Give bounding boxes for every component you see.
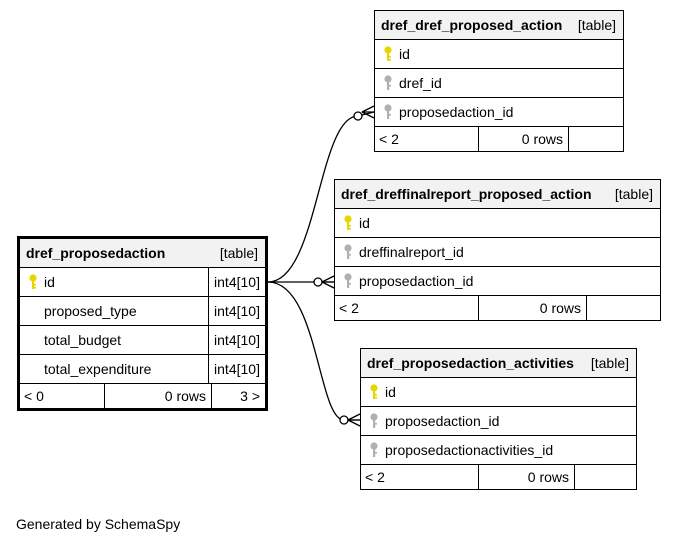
column-row[interactable]: dreffinalreport_id (335, 238, 660, 267)
primary-key-icon (361, 384, 385, 400)
column-name: dreffinalreport_id (359, 244, 464, 260)
table-footer: < 2 0 rows (335, 296, 660, 320)
column-row[interactable]: id (335, 209, 660, 238)
column-row[interactable]: id int4[10] (20, 268, 265, 297)
row-count: 0 rows (478, 296, 586, 320)
column-row[interactable]: total_budget int4[10] (20, 326, 265, 355)
column-row[interactable]: total_expenditure int4[10] (20, 355, 265, 384)
table-dref-proposedaction-activities[interactable]: dref_proposedaction_activities [table] i… (360, 348, 637, 490)
column-name: proposed_type (44, 303, 137, 319)
edge-crowfoot (361, 105, 375, 119)
column-type: int4[10] (208, 326, 265, 354)
column-name: total_expenditure (44, 361, 152, 377)
children-count (586, 296, 660, 320)
table-header: dref_proposedaction [table] (20, 239, 265, 268)
table-header: dref_dreffinalreport_proposed_action [ta… (335, 180, 660, 209)
table-name: dref_dreffinalreport_proposed_action (341, 186, 592, 202)
column-name: proposedaction_id (385, 413, 500, 429)
table-header: dref_dref_proposed_action [table] (375, 11, 623, 40)
children-count (574, 465, 636, 489)
column-row[interactable]: proposedaction_id (375, 98, 623, 127)
column-name: id (359, 215, 370, 231)
column-row[interactable]: proposed_type int4[10] (20, 297, 265, 326)
children-count[interactable]: 3 > (211, 384, 265, 408)
edge-crowfoot (321, 275, 335, 289)
foreign-key-icon (335, 273, 359, 289)
primary-key-icon (375, 46, 399, 62)
column-name: proposedaction_id (399, 104, 514, 120)
column-name: dref_id (399, 75, 442, 91)
table-kind: [table] (219, 245, 258, 261)
column-name: proposedactionactivities_id (385, 442, 554, 458)
edge-end-circle (313, 277, 323, 287)
foreign-key-icon (375, 104, 399, 120)
column-row[interactable]: proposedaction_id (361, 407, 636, 436)
column-row[interactable]: proposedactionactivities_id (361, 436, 636, 465)
row-count: 0 rows (478, 465, 574, 489)
table-name: dref_dref_proposed_action (381, 17, 563, 33)
column-row[interactable]: id (375, 40, 623, 69)
edge-crowfoot (347, 413, 361, 427)
generated-by-label: Generated by SchemaSpy (16, 516, 181, 532)
table-kind: [table] (577, 17, 616, 33)
parents-count[interactable]: < 2 (379, 131, 399, 147)
children-count (568, 127, 623, 151)
table-name: dref_proposedaction_activities (367, 355, 574, 371)
primary-key-icon (335, 215, 359, 231)
column-name: total_budget (44, 332, 122, 348)
table-kind: [table] (614, 186, 653, 202)
column-name: id (44, 274, 55, 290)
column-row[interactable]: id (361, 378, 636, 407)
table-header: dref_proposedaction_activities [table] (361, 349, 636, 378)
column-type: int4[10] (208, 268, 265, 296)
column-type: int4[10] (208, 355, 265, 383)
row-count: 0 rows (478, 127, 568, 151)
edge-to-dref-proposedaction-activities (267, 281, 360, 421)
row-count: 0 rows (104, 384, 211, 408)
column-row[interactable]: proposedaction_id (335, 267, 660, 296)
table-footer: < 2 0 rows (375, 127, 623, 151)
foreign-key-icon (361, 413, 385, 429)
edge-end-circle (339, 415, 349, 425)
table-kind: [table] (590, 355, 629, 371)
column-name: id (385, 384, 396, 400)
table-footer: < 0 0 rows 3 > (20, 384, 265, 408)
parents-count[interactable]: < 2 (339, 300, 359, 316)
parents-count[interactable]: < 2 (365, 469, 385, 485)
foreign-key-icon (335, 244, 359, 260)
edge-to-dref-dref-proposed-action (267, 111, 375, 283)
column-type: int4[10] (208, 297, 265, 325)
edge-end-circle (353, 111, 363, 121)
column-name: id (399, 46, 410, 62)
column-name: proposedaction_id (359, 273, 474, 289)
foreign-key-icon (361, 442, 385, 458)
table-name: dref_proposedaction (26, 245, 166, 261)
parents-count[interactable]: < 0 (24, 388, 44, 404)
table-footer: < 2 0 rows (361, 465, 636, 489)
table-dref-dref-proposed-action[interactable]: dref_dref_proposed_action [table] id dre… (374, 10, 624, 152)
primary-key-icon (20, 274, 44, 290)
table-dref-proposedaction[interactable]: dref_proposedaction [table] id int4[10] … (17, 236, 268, 411)
table-dref-dreffinalreport-proposed-action[interactable]: dref_dreffinalreport_proposed_action [ta… (334, 179, 661, 321)
foreign-key-icon (375, 75, 399, 91)
column-row[interactable]: dref_id (375, 69, 623, 98)
